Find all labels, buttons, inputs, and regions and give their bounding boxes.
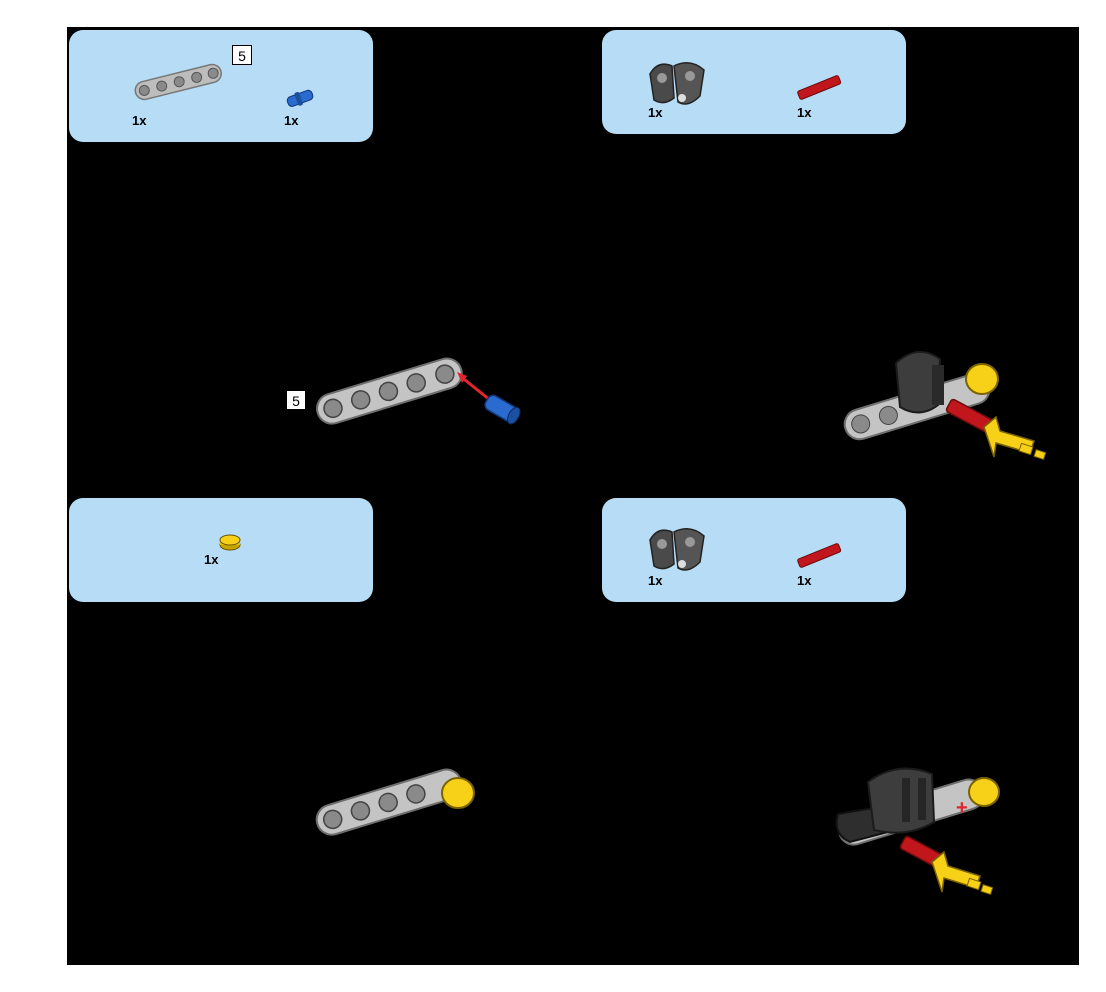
svg-text:+: +	[956, 797, 968, 819]
red-axle-part-icon	[794, 72, 844, 102]
dark-connector-part-icon	[644, 56, 714, 111]
beam-length-label: 5	[232, 45, 252, 65]
beam-length-label: 5	[286, 390, 306, 410]
dark-connector-part-icon	[644, 522, 714, 577]
part-qty-label: 1x	[204, 552, 219, 567]
parts-callout-step-3	[69, 498, 373, 602]
beam-with-cap-model	[310, 755, 485, 845]
part-qty-label: 1x	[284, 113, 299, 128]
part-qty-label: 1x	[132, 113, 147, 128]
part-qty-label: 1x	[648, 573, 663, 588]
part-qty-label: 1x	[797, 573, 812, 588]
blue-pin-part-icon	[284, 86, 318, 110]
double-connector-model: +	[828, 752, 1008, 902]
beam-with-pin-model	[310, 338, 525, 438]
red-axle-part-icon	[794, 540, 844, 570]
beam-with-connector-model	[836, 335, 1051, 470]
parts-callout-step-1	[69, 30, 373, 142]
part-qty-label: 1x	[648, 105, 663, 120]
yellow-cap-part-icon	[218, 532, 242, 552]
part-qty-label: 1x	[797, 105, 812, 120]
gray-beam-part-icon	[128, 56, 228, 106]
